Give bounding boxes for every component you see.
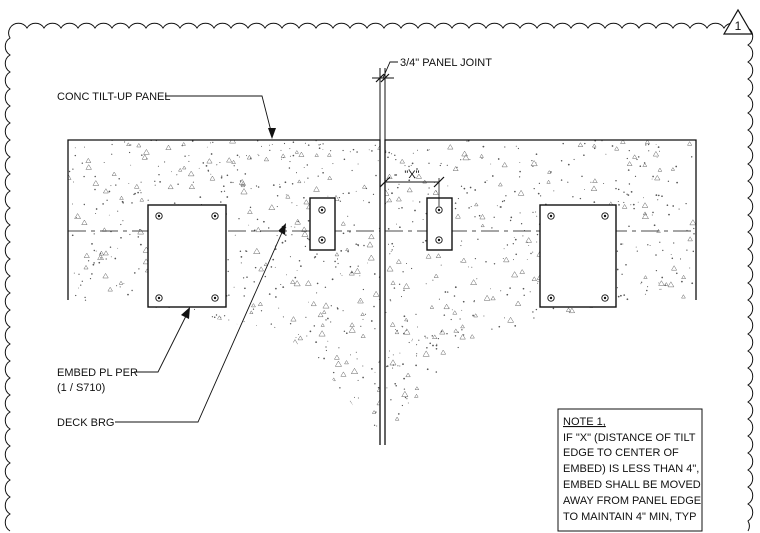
- note-line: AWAY FROM PANEL EDGE: [563, 495, 701, 507]
- left-tilt-up-panel: [67, 139, 381, 445]
- arrowhead-icon: [268, 128, 276, 139]
- panel-label: CONC TILT-UP PANEL: [57, 91, 171, 103]
- deck-label: DECK BRG: [57, 417, 114, 429]
- note-line: EDGE TO CENTER OF: [563, 447, 679, 459]
- embed-callout: EMBED PL PER (1 / S710): [57, 307, 190, 394]
- embed-label-line2: (1 / S710): [57, 382, 105, 394]
- embed-plate-large-right: [539, 204, 617, 308]
- embed-plate-small-right: [426, 197, 453, 251]
- arrowhead-icon: [181, 307, 190, 319]
- embed-label-line1: EMBED PL PER: [57, 367, 138, 379]
- panel-joint-label: 3/4" PANEL JOINT: [400, 57, 492, 69]
- note-line: IF "X" (DISTANCE OF TILT: [563, 432, 696, 444]
- deck-callout: DECK BRG: [57, 223, 286, 429]
- note-line: EMBED SHALL BE MOVED: [563, 479, 701, 491]
- panel-callout: CONC TILT-UP PANEL: [57, 91, 276, 139]
- right-tilt-up-panel: [384, 139, 697, 445]
- revision-triangle-icon: [722, 8, 754, 35]
- revision-number: 1: [735, 19, 742, 33]
- embed-plate-small-left: [309, 197, 336, 251]
- note-line: TO MAINTAIN 4" MIN, TYP: [563, 511, 696, 523]
- note-line: EMBED) IS LESS THAN 4",: [563, 463, 699, 475]
- arrowhead-icon: [278, 223, 286, 235]
- note-box: NOTE 1, IF "X" (DISTANCE OF TILT EDGE TO…: [557, 408, 703, 532]
- panel-joint-callout: 3/4" PANEL JOINT: [372, 57, 492, 83]
- revision-tag: 1: [722, 8, 754, 35]
- embed-plate-large-left: [147, 204, 227, 308]
- x-dimension-label: "X": [404, 169, 419, 181]
- note-title: NOTE 1,: [563, 416, 606, 428]
- revision-cloud-border: [4, 22, 754, 532]
- x-dimension: "X": [379, 169, 445, 206]
